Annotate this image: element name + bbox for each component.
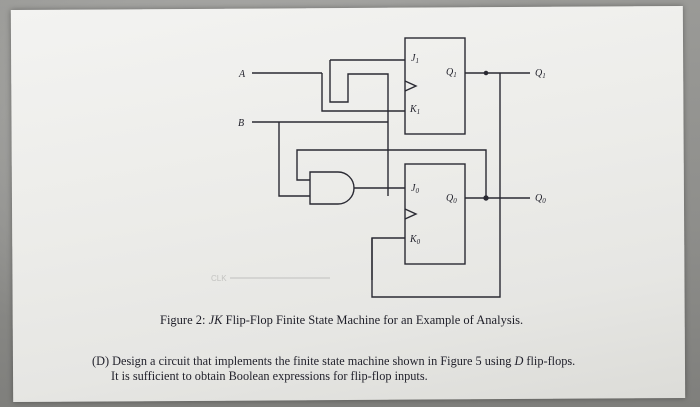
task-line-2: It is sufficient to obtain Boolean expre…: [111, 369, 428, 383]
flipflop-0-box: [404, 163, 466, 265]
wire-j1-feed: [329, 60, 389, 196]
wire-q0-feedback: [296, 149, 487, 198]
and-gate: [309, 171, 355, 205]
q1-junction-dot: [483, 70, 489, 76]
j0-label: J0: [411, 183, 419, 195]
j1-label: J1: [411, 53, 419, 65]
wire-b-to-and: [278, 122, 310, 197]
clock-label: CLK: [211, 274, 227, 283]
flipflop-1-clock-triangle: [404, 80, 418, 92]
k1-label: K1: [409, 104, 420, 116]
caption-prefix: Figure 2:: [160, 313, 209, 327]
output-q1-label: Q1: [535, 68, 546, 80]
caption-suffix: Flip-Flop Finite State Machine for an Ex…: [222, 313, 524, 327]
caption-italic: JK: [208, 313, 223, 327]
figure-caption: Figure 2: JK Flip-Flop Finite State Mach…: [160, 313, 523, 328]
wire-a-to-k1: [321, 73, 405, 112]
k0-label: K0: [409, 234, 421, 246]
output-q0-label: Q0: [535, 193, 546, 205]
q1-inner-label: Q1: [446, 67, 457, 79]
input-b-label: B: [238, 118, 244, 129]
task-text: (D) Design a circuit that implements the…: [92, 354, 672, 384]
q0-inner-label: Q0: [446, 193, 457, 205]
flipflop-0-clock-triangle: [404, 208, 418, 220]
input-a-label: A: [238, 69, 246, 80]
flipflop-1-box: [404, 37, 466, 135]
wire-q1-feedback: [371, 73, 501, 298]
task-line-1: (D) Design a circuit that implements the…: [92, 354, 576, 368]
